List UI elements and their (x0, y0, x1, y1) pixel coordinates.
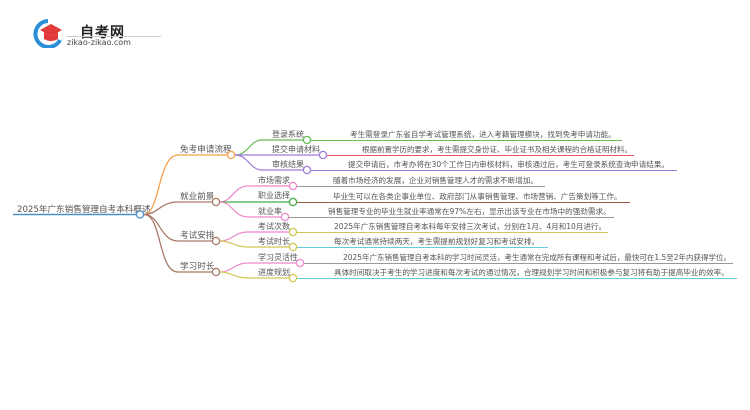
logo-title: 自考网 (80, 25, 125, 41)
graduation-cap-icon (33, 19, 62, 48)
leaf-detail: 2025年广东销售管理自考本科每年安排三次考试，分别在1月、4月和10月进行。 (334, 221, 606, 231)
leaf-就业率[interactable]: 就业率 销售管理专业的毕业生就业率通常在97%左右，显示出该专业在市场中的强劲需… (258, 206, 614, 222)
leaf-detail: 毕业生可以在各类企事业单位、政府部门从事销售管理、市场营销、广告策划等工作。 (333, 191, 622, 201)
root-node[interactable]: 2025年广东销售管理自考本科概述 (13, 203, 151, 219)
branch-label: 学习时长 (180, 260, 215, 272)
branch-label: 免考申请流程 (180, 143, 232, 155)
root-node-circle[interactable] (135, 210, 145, 219)
connector-branch-4 (143, 213, 212, 273)
leaf-node-circle[interactable] (302, 165, 312, 175)
leaf-detail: 2025年广东销售管理自考本科的学习时间灵活，考生通常在完成所有课程和考试后，最… (343, 252, 731, 262)
branch-label: 考试安排 (180, 229, 215, 241)
branch-node-circle[interactable] (211, 267, 221, 277)
site-logo[interactable]: 自考网 zikao-zikao.com (32, 18, 161, 48)
leaf-考试次数[interactable]: 考试次数 2025年广东销售管理自考本科每年安排三次考试，分别在1月、4月和10… (258, 221, 608, 237)
leaf-detail: 提交申请后，市考办将在30个工作日内审核材料，审核通过后，考生可登录系统查询申请… (348, 159, 669, 169)
branch-学习时长[interactable]: 学习时长 (180, 260, 221, 277)
leaf-市场需求[interactable]: 市场需求 随着市场经济的发展，企业对销售管理人才的需求不断增加。 (258, 175, 545, 191)
leaf-审核结果[interactable]: 审核结果 提交申请后，市考办将在30个工作日内审核材料，审核通过后，考生可登录系… (272, 159, 677, 175)
leaf-node-circle[interactable] (280, 212, 290, 222)
leaf-detail: 随着市场经济的发展，企业对销售管理人才的需求不断增加。 (333, 175, 538, 185)
branch-label: 就业前景 (180, 190, 215, 202)
leaf-label: 学习灵活性 (258, 252, 298, 262)
connector-branch-1 (143, 154, 227, 216)
leaf-职业选择[interactable]: 职业选择 毕业生可以在各类企事业单位、政府部门从事销售管理、市场营销、广告策划等… (258, 190, 630, 207)
connector-branch-2 (143, 201, 212, 216)
leaf-node-circle[interactable] (288, 197, 298, 207)
leaf-label: 就业率 (258, 206, 282, 216)
branch-就业前景[interactable]: 就业前景 (180, 190, 221, 207)
leaf-detail: 根据前置学历的要求，考生需提交身份证、毕业证书及相关课程的合格证明材料。 (362, 144, 632, 154)
leaf-登录系统[interactable]: 登录系统 考生需登录广东省自学考试管理系统，进入考籍管理模块，找到免考申请功能。 (272, 129, 622, 145)
leaf-label: 提交申请材料 (272, 144, 320, 154)
leaf-detail: 具体时间取决于考生的学习进度和每次考试的通过情况，合理规划学习时间和积极参与复习… (334, 267, 729, 277)
leaf-label: 职业选择 (258, 190, 290, 200)
leaf-node-circle[interactable] (288, 273, 298, 283)
leaf-label: 考试次数 (258, 221, 290, 231)
leaf-node-circle[interactable] (295, 258, 305, 268)
branch-考试安排[interactable]: 考试安排 (180, 229, 221, 246)
leaf-label: 审核结果 (272, 159, 304, 169)
leaf-node-circle[interactable] (318, 150, 328, 160)
leaf-label: 进度规划 (258, 267, 290, 277)
leaf-node-circle[interactable] (288, 227, 298, 237)
leaf-detail: 考生需登录广东省自学考试管理系统，进入考籍管理模块，找到免考申请功能。 (350, 129, 616, 139)
leaf-detail: 每次考试通常持续两天，考生需提前规划好复习和考试安排。 (334, 236, 539, 246)
connector-leaf (219, 201, 281, 218)
leaf-node-circle[interactable] (302, 135, 312, 145)
leaf-提交申请材料[interactable]: 提交申请材料 根据前置学历的要求，考生需提交身份证、毕业证书及相关课程的合格证明… (272, 144, 634, 160)
connector-leaf (234, 154, 303, 171)
root-label: 2025年广东销售管理自考本科概述 (17, 203, 151, 215)
connector-leaf (219, 271, 289, 279)
leaf-label: 考试时长 (258, 236, 290, 246)
leaf-node-circle[interactable] (288, 242, 298, 252)
branch-node-circle[interactable] (226, 150, 236, 160)
leaf-node-circle[interactable] (288, 181, 298, 191)
leaf-detail: 销售管理专业的毕业生就业率通常在97%左右，显示出该专业在市场中的强劲需求。 (328, 206, 611, 216)
leaf-考试时长[interactable]: 考试时长 每次考试通常持续两天，考生需提前规划好复习和考试安排。 (258, 236, 548, 252)
branch-node-circle[interactable] (211, 197, 221, 207)
leaf-进度规划[interactable]: 进度规划 具体时间取决于考生的学习进度和每次考试的通过情况，合理规划学习时间和积… (258, 267, 737, 283)
leaf-label: 市场需求 (258, 175, 290, 185)
leaf-label: 登录系统 (272, 129, 304, 139)
logo-url: zikao-zikao.com (67, 38, 131, 47)
branch-免考申请流程[interactable]: 免考申请流程 (180, 143, 236, 160)
logo-divider (67, 36, 161, 37)
connector-leaf (219, 240, 289, 248)
leaf-学习灵活性[interactable]: 学习灵活性 2025年广东销售管理自考本科的学习时间灵活，考生通常在完成所有课程… (258, 252, 733, 268)
branch-node-circle[interactable] (211, 236, 221, 246)
